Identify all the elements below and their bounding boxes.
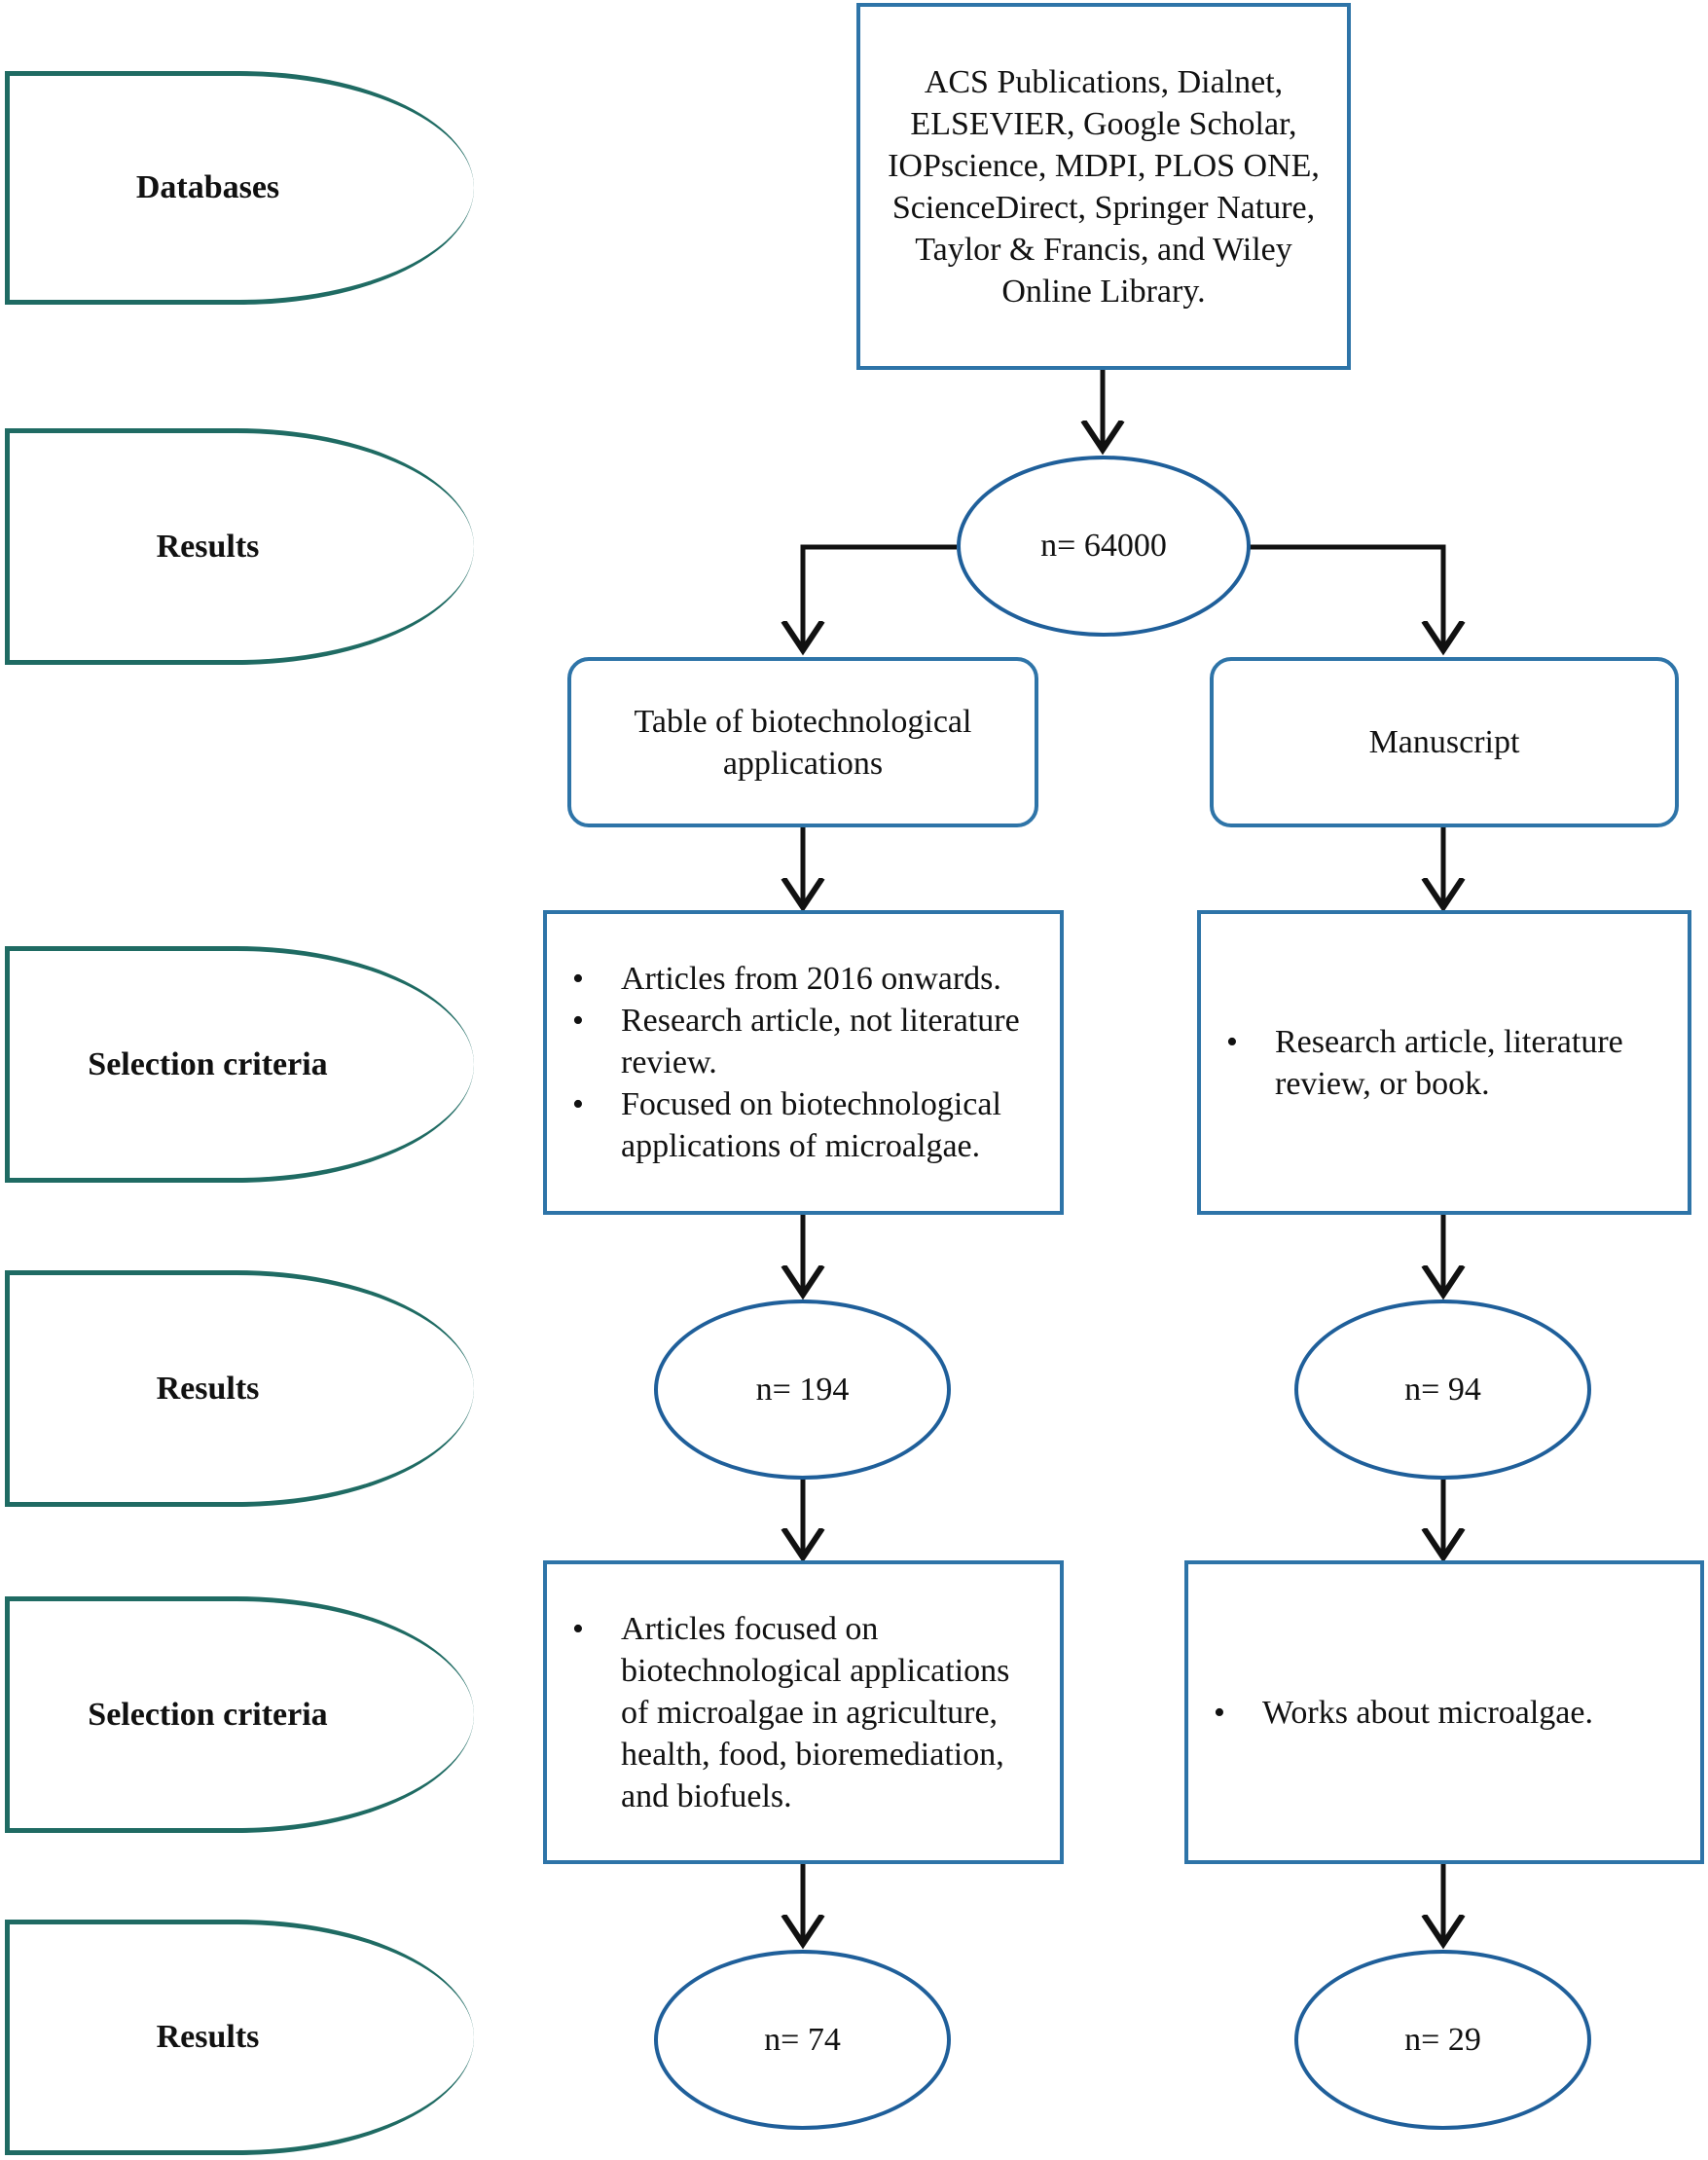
- right-criteria-1-item: Research article, literature review, or …: [1226, 1021, 1664, 1105]
- stage-label-results-3-text: Results: [156, 2019, 260, 2055]
- left-branch-title-box: Table of biotechnological applications: [567, 657, 1038, 827]
- left-criteria-2-box: Articles focused on biotechnological app…: [543, 1560, 1064, 1864]
- stage-label-results-3: Results: [5, 1920, 474, 2155]
- right-result-2-oval: n= 29: [1294, 1950, 1591, 2130]
- right-criteria-2-box: Works about microalgae.: [1184, 1560, 1704, 1864]
- stage-label-results-1: Results: [5, 428, 474, 665]
- left-criteria-2-list: Articles focused on biotechnological app…: [547, 1608, 1060, 1817]
- stage-label-results-2: Results: [5, 1270, 474, 1507]
- left-criteria-1-item: Focused on biotechnological applications…: [572, 1083, 1040, 1167]
- right-result-1-oval: n= 94: [1294, 1300, 1591, 1480]
- right-criteria-1-list: Research article, literature review, or …: [1201, 1021, 1688, 1105]
- right-branch-title: Manuscript: [1368, 724, 1520, 760]
- databases-box: ACS Publications, Dialnet, ELSEVIER, Goo…: [856, 3, 1351, 370]
- stage-label-selection-2-text: Selection criteria: [88, 1696, 328, 1733]
- right-result-1-text: n= 94: [1404, 1371, 1481, 1408]
- right-result-2-text: n= 29: [1404, 2021, 1481, 2058]
- stage-label-selection-2: Selection criteria: [5, 1596, 474, 1833]
- left-result-1-text: n= 194: [755, 1371, 850, 1408]
- left-criteria-2-item: Articles focused on biotechnological app…: [572, 1608, 1033, 1817]
- arrow-total-to-left-title: [803, 544, 957, 650]
- right-criteria-2-item: Works about microalgae.: [1214, 1692, 1593, 1734]
- left-criteria-1-item: Research article, not literature review.: [572, 1000, 1040, 1083]
- left-criteria-1-list: Articles from 2016 onwards. Research art…: [547, 958, 1060, 1167]
- stage-label-results-1-text: Results: [156, 528, 260, 565]
- right-criteria-1-box: Research article, literature review, or …: [1197, 910, 1691, 1215]
- databases-text: ACS Publications, Dialnet, ELSEVIER, Goo…: [888, 63, 1320, 310]
- left-criteria-1-item: Articles from 2016 onwards.: [572, 958, 1040, 1000]
- right-branch-title-box: Manuscript: [1210, 657, 1679, 827]
- stage-label-databases: Databases: [5, 71, 474, 305]
- right-criteria-2-list: Works about microalgae.: [1188, 1692, 1593, 1734]
- arrow-total-to-right-title: [1249, 544, 1443, 650]
- left-result-2-text: n= 74: [764, 2021, 841, 2058]
- left-criteria-1-box: Articles from 2016 onwards. Research art…: [543, 910, 1064, 1215]
- stage-label-databases-text: Databases: [135, 169, 280, 205]
- left-result-2-oval: n= 74: [654, 1950, 951, 2130]
- total-result-oval: n= 64000: [957, 456, 1251, 637]
- stage-label-selection-1-text: Selection criteria: [88, 1045, 328, 1082]
- stage-label-selection-1: Selection criteria: [5, 946, 474, 1183]
- left-branch-title: Table of biotechnological applications: [634, 703, 972, 782]
- stage-label-results-2-text: Results: [156, 1370, 260, 1407]
- total-result-text: n= 64000: [1040, 528, 1167, 564]
- left-result-1-oval: n= 194: [654, 1300, 951, 1480]
